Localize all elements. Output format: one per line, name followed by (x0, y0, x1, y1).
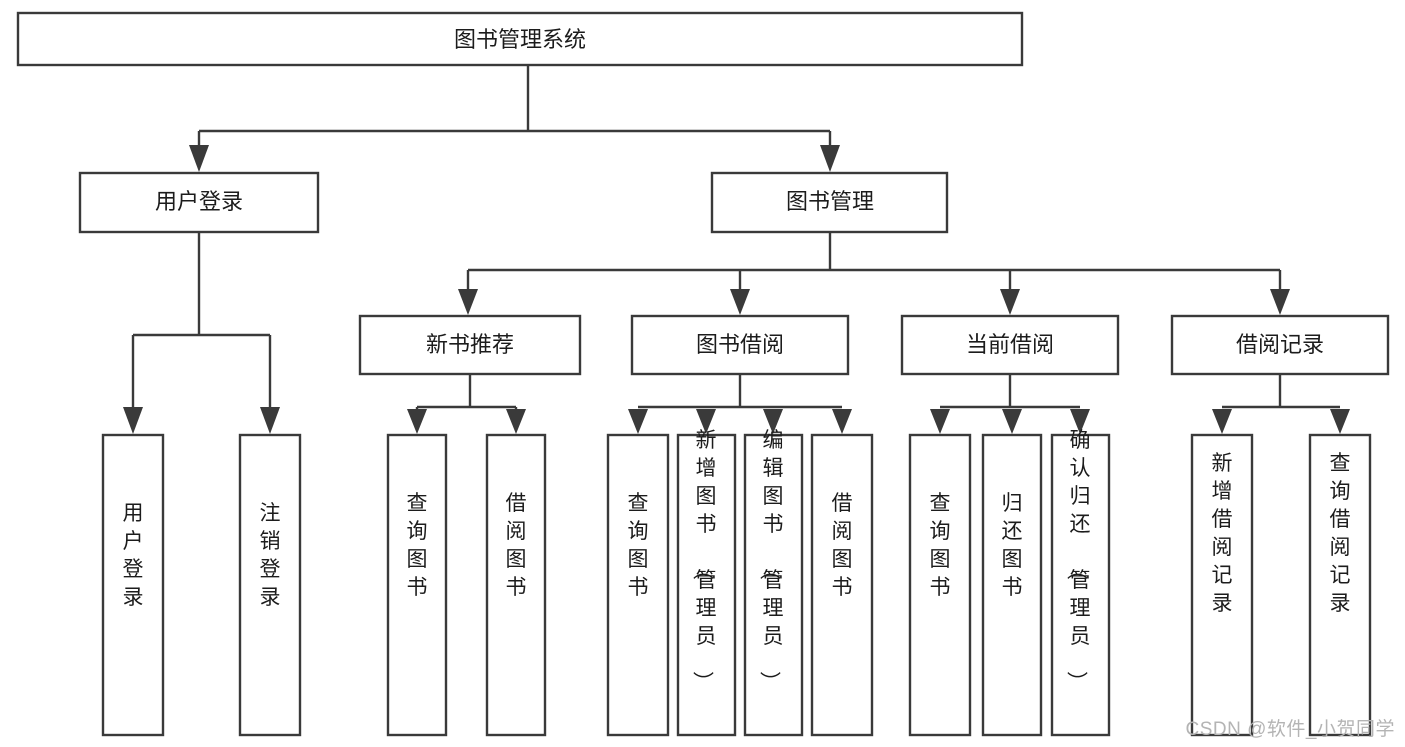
node-leaf-add-borrow-record-label: 新增借阅记录 (1212, 452, 1233, 615)
node-leaf-user-login-label: 用户登录 (123, 502, 144, 609)
node-user-login-label: 用户登录 (155, 189, 243, 214)
node-leaf-query-book-1-label: 查询图书 (407, 492, 428, 599)
node-leaf-edit-book[interactable]: 编辑图书（管理员） (743, 429, 804, 737)
node-leaf-add-book-label: 新增图书（管理员） (691, 429, 717, 692)
node-leaf-query-book-1[interactable]: 查询图书 (386, 433, 448, 737)
node-leaf-confirm-return[interactable]: 确认归还（管理员） (1050, 429, 1111, 737)
node-leaf-borrow-book-2[interactable]: 借阅图书 (810, 433, 874, 737)
node-borrow-record[interactable]: 借阅记录 (1170, 314, 1390, 376)
node-book-borrow-label: 图书借阅 (696, 332, 784, 357)
node-leaf-borrow-book-1-box[interactable] (485, 433, 547, 737)
node-leaf-borrow-book-1[interactable]: 借阅图书 (485, 433, 547, 737)
arrow-head-leaf-edit-book (763, 409, 783, 434)
node-leaf-return-book-label: 归还图书 (1002, 492, 1023, 599)
node-user-login-box[interactable] (78, 171, 320, 234)
node-leaf-confirm-return-label: 确认归还（管理员） (1065, 429, 1091, 692)
arrow-head-leaf-add-book (696, 409, 716, 434)
node-root[interactable]: 图书管理系统 (16, 11, 1024, 67)
node-leaf-query-book-3-box[interactable] (908, 433, 972, 737)
node-leaf-query-borrow-record[interactable]: 查询借阅记录 (1308, 433, 1372, 737)
node-current-borrow-box[interactable] (900, 314, 1120, 376)
node-leaf-return-book-box[interactable] (981, 433, 1043, 737)
node-book-manage-label: 图书管理 (786, 189, 874, 214)
node-book-borrow[interactable]: 图书借阅 (630, 314, 850, 376)
arrow-head-book-borrow (730, 289, 750, 315)
node-book-manage[interactable]: 图书管理 (710, 171, 949, 234)
csdn-watermark: CSDN @软件_小贺同学 (1185, 719, 1395, 740)
node-leaf-edit-book-label: 编辑图书（管理员） (758, 429, 784, 692)
node-borrow-record-box[interactable] (1170, 314, 1390, 376)
arrow-head-leaf-return-book (1002, 409, 1022, 434)
node-new-book-recommend-label: 新书推荐 (426, 332, 514, 357)
arrow-head-new-book-recommend (458, 289, 478, 315)
node-book-manage-box[interactable] (710, 171, 949, 234)
node-new-book-recommend-box[interactable] (358, 314, 582, 376)
node-leaf-add-borrow-record-box[interactable] (1190, 433, 1254, 737)
arrow-head-leaf-borrow-book-2 (832, 409, 852, 434)
arrow-head-borrow-record (1270, 289, 1290, 315)
arrow-head-leaf-query-book-3 (930, 409, 950, 434)
node-borrow-record-label: 借阅记录 (1236, 332, 1324, 357)
node-leaf-query-borrow-record-box[interactable] (1308, 433, 1372, 737)
node-root-box[interactable] (16, 11, 1024, 67)
node-leaf-user-login[interactable]: 用户登录 (101, 433, 165, 737)
node-user-login[interactable]: 用户登录 (78, 171, 320, 234)
arrow-head-leaf-add-borrow-record (1212, 409, 1232, 434)
node-leaf-borrow-book-1-label: 借阅图书 (506, 492, 527, 599)
node-leaf-query-book-3[interactable]: 查询图书 (908, 433, 972, 737)
node-leaf-edit-book-box[interactable] (743, 433, 804, 737)
node-leaf-add-book[interactable]: 新增图书（管理员） (676, 429, 737, 737)
node-current-borrow[interactable]: 当前借阅 (900, 314, 1120, 376)
arrow-head-leaf-user-login (123, 407, 143, 434)
node-leaf-query-borrow-record-label: 查询借阅记录 (1330, 452, 1351, 615)
arrow-head-book-manage (820, 145, 840, 172)
node-leaf-borrow-book-2-label: 借阅图书 (832, 492, 853, 599)
arrow-head-leaf-query-book-1 (407, 409, 427, 434)
arrow-head-leaf-query-borrow-record (1330, 409, 1350, 434)
node-leaf-query-book-2[interactable]: 查询图书 (606, 433, 670, 737)
node-leaf-logout[interactable]: 注销登录 (238, 433, 302, 737)
node-leaf-query-book-2-box[interactable] (606, 433, 670, 737)
node-leaf-logout-label: 注销登录 (260, 502, 281, 609)
node-leaf-return-book[interactable]: 归还图书 (981, 433, 1043, 737)
node-root-label: 图书管理系统 (454, 27, 586, 52)
node-leaf-query-book-2-label: 查询图书 (628, 492, 649, 599)
node-leaf-add-book-box[interactable] (676, 433, 737, 737)
node-leaf-logout-box[interactable] (238, 433, 302, 737)
connectors-layer (123, 65, 1350, 434)
node-leaf-borrow-book-2-box[interactable] (810, 433, 874, 737)
arrow-head-leaf-query-book-2 (628, 409, 648, 434)
arrow-head-current-borrow (1000, 289, 1020, 315)
node-book-borrow-box[interactable] (630, 314, 850, 376)
node-leaf-query-book-3-label: 查询图书 (930, 492, 951, 599)
node-leaf-query-book-1-box[interactable] (386, 433, 448, 737)
arrow-head-leaf-borrow-book-1 (506, 409, 526, 434)
node-leaf-add-borrow-record[interactable]: 新增借阅记录 (1190, 433, 1254, 737)
arrow-head-leaf-confirm-return (1070, 409, 1090, 434)
node-new-book-recommend[interactable]: 新书推荐 (358, 314, 582, 376)
node-leaf-confirm-return-box[interactable] (1050, 433, 1111, 737)
node-leaf-user-login-box[interactable] (101, 433, 165, 737)
arrow-head-leaf-logout (260, 407, 280, 434)
node-current-borrow-label: 当前借阅 (966, 332, 1054, 357)
arrow-head-user-login (189, 145, 209, 172)
